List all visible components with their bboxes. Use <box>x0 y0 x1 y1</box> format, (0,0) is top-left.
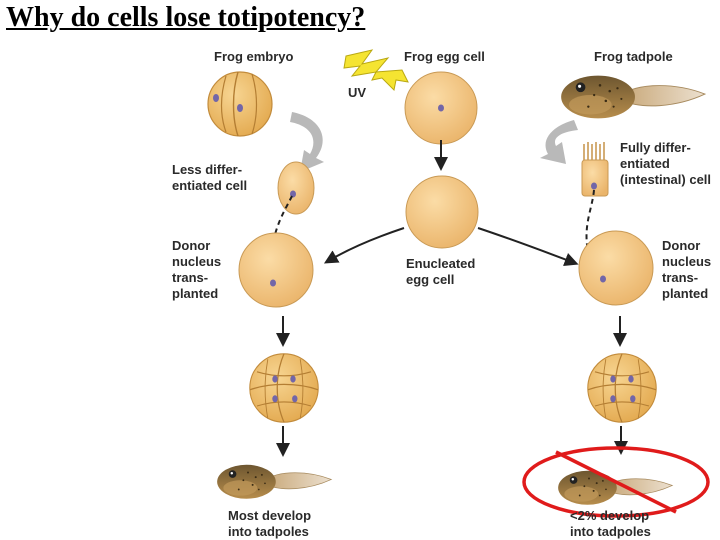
recipient-cell-left <box>238 232 314 308</box>
label-frog-egg-cell: Frog egg cell <box>404 49 485 64</box>
label-uv: UV <box>348 85 367 100</box>
intestinal-cell <box>581 142 609 197</box>
label-less-differentiated-cell: Less differ- entiated cell <box>172 162 248 193</box>
label-enucleated-egg-cell: Enucleated egg cell <box>406 256 476 287</box>
label-fully-differentiated-cell: Fully differ- entiated (intestinal) cell <box>620 140 712 187</box>
less-differentiated-cell <box>277 161 315 215</box>
label-less-than-2-percent-develop: <2% develop into tadpoles <box>570 508 651 539</box>
enucleated-to-right-arrow <box>477 227 579 267</box>
egg-nucleus <box>438 104 444 112</box>
label-donor-nucleus-left: Donor nucleus trans- planted <box>172 238 222 301</box>
frog-tadpole-illustration <box>560 75 706 119</box>
enucleated-to-left-arrow <box>323 227 405 264</box>
tadpole-to-cell-arrow <box>540 120 578 164</box>
prohibition-icon <box>522 446 710 518</box>
label-most-develop: Most develop into tadpoles <box>228 508 312 539</box>
label-donor-nucleus-right: Donor nucleus trans- planted <box>662 238 712 301</box>
embryo-left <box>249 353 319 423</box>
donor-nucleus-left <box>270 279 276 287</box>
nucleus-transfer-right-arrow <box>585 189 602 285</box>
embryo-to-cell-arrow <box>290 112 324 172</box>
tadpole-left <box>216 464 332 500</box>
embryo-right <box>587 353 657 423</box>
recipient-cell-right <box>578 230 654 306</box>
frog-embryo-illustration <box>207 71 273 137</box>
uv-bolt-icon <box>343 49 409 92</box>
donor-nucleus-right <box>600 275 606 283</box>
label-frog-tadpole: Frog tadpole <box>594 49 673 64</box>
label-frog-embryo: Frog embryo <box>214 49 294 64</box>
slide-title: Why do cells lose totipotency? <box>6 2 366 33</box>
enucleated-egg-cell <box>405 175 479 249</box>
